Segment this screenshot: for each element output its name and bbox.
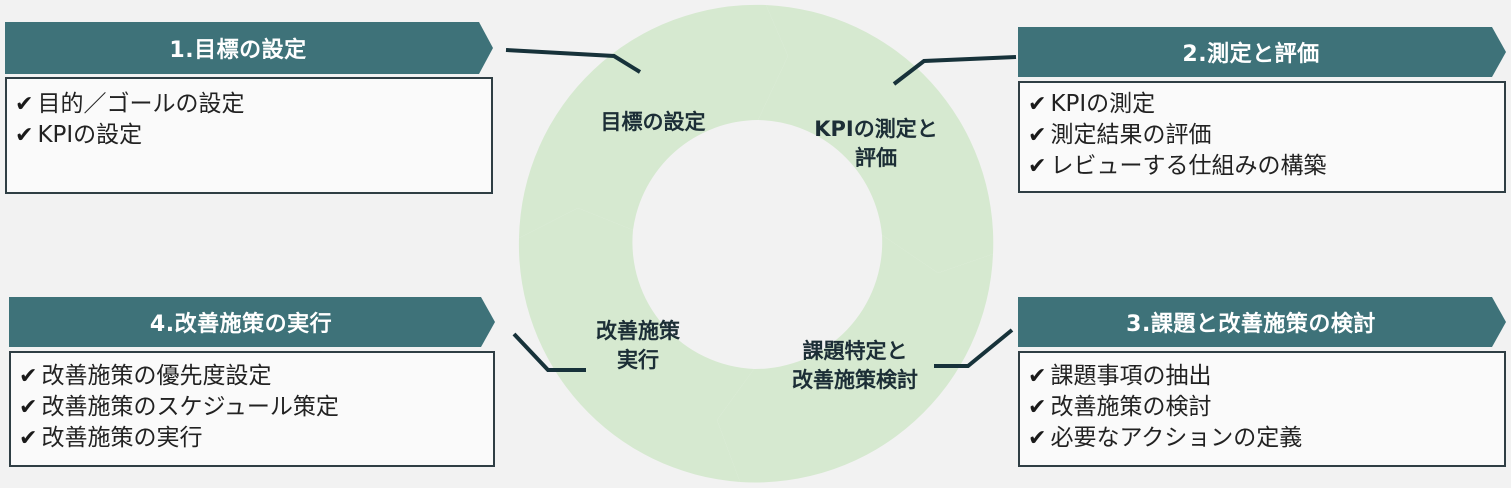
panel-title: 4.改善施策の実行: [149, 312, 333, 337]
ring-label-goal: 目標の設定: [600, 110, 706, 134]
connector-line-1: [505, 48, 642, 74]
panel-list: ✔KPIの測定 ✔測定結果の評価 ✔レビューする仕組みの構築: [1018, 81, 1506, 193]
check-icon: ✔: [19, 364, 38, 389]
connector-line-2: [892, 55, 1017, 86]
list-item: ✔測定結果の評価: [1028, 122, 1212, 148]
ring-segment-measure: [758, 5, 994, 273]
connector-line-4: [512, 332, 586, 372]
check-icon: ✔: [1028, 123, 1047, 148]
ring-segment-issues: [717, 235, 993, 483]
check-icon: ✔: [15, 123, 34, 148]
panel-issues: 3.課題と改善施策の検討 ✔課題事項の抽出 ✔改善施策の検討 ✔必要なアクション…: [1018, 297, 1506, 468]
panel-header: 3.課題と改善施策の検討: [1018, 297, 1506, 347]
list-item: ✔KPIの設定: [15, 122, 143, 148]
header-arrow-shape: [1018, 27, 1506, 77]
panel-header: 4.改善施策の実行: [9, 297, 495, 347]
panel-title: 3.課題と改善施策の検討: [1126, 312, 1376, 337]
panel-goal: 1.目標の設定 ✔目的／ゴールの設定 ✔KPIの設定: [5, 22, 493, 194]
header-arrow-shape: [9, 297, 495, 347]
panel-list: ✔改善施策の優先度設定 ✔改善施策のスケジュール策定 ✔改善施策の実行: [9, 351, 495, 467]
ring-segment-execute: [518, 208, 754, 482]
panel-header: 2.測定と評価: [1018, 27, 1506, 77]
list-item: ✔目的／ゴールの設定: [15, 91, 245, 117]
panel-execute: 4.改善施策の実行 ✔改善施策の優先度設定 ✔改善施策のスケジュール策定 ✔改善…: [9, 297, 495, 468]
connector-line-3: [934, 328, 1014, 368]
header-arrow-shape: [1018, 297, 1506, 347]
check-icon: ✔: [1028, 92, 1047, 117]
panel-measure: 2.測定と評価 ✔KPIの測定 ✔測定結果の評価 ✔レビューする仕組みの構築: [1018, 27, 1506, 193]
ring-label-execute: 改善施策 実行: [596, 319, 680, 372]
list-item: ✔改善施策の実行: [19, 425, 203, 451]
list-item: ✔KPIの測定: [1028, 91, 1156, 117]
list-item: ✔改善施策の優先度設定: [19, 363, 272, 389]
check-icon: ✔: [1028, 154, 1047, 179]
check-icon: ✔: [1028, 364, 1047, 389]
header-arrow-shape: [5, 22, 493, 74]
panel-header: 1.目標の設定: [5, 22, 493, 74]
check-icon: ✔: [1028, 426, 1047, 451]
check-icon: ✔: [19, 426, 38, 451]
ring-segment-goal: [519, 4, 788, 239]
list-item: ✔必要なアクションの定義: [1028, 425, 1303, 451]
list-item: ✔改善施策のスケジュール策定: [19, 394, 339, 420]
list-item: ✔改善施策の検討: [1028, 394, 1212, 420]
panel-list: ✔目的／ゴールの設定 ✔KPIの設定: [5, 77, 493, 194]
check-icon: ✔: [19, 395, 38, 420]
list-item: ✔レビューする仕組みの構築: [1028, 153, 1327, 179]
check-icon: ✔: [1028, 395, 1047, 420]
panel-title: 1.目標の設定: [169, 38, 307, 63]
check-icon: ✔: [15, 92, 34, 117]
ring-label-issues: 課題特定と 改善施策検討: [792, 339, 918, 392]
ring-label-measure: KPIの測定と 評価: [814, 117, 938, 170]
panel-list: ✔課題事項の抽出 ✔改善施策の検討 ✔必要なアクションの定義: [1018, 351, 1506, 467]
panel-title: 2.測定と評価: [1182, 42, 1320, 67]
list-item: ✔課題事項の抽出: [1028, 363, 1212, 389]
